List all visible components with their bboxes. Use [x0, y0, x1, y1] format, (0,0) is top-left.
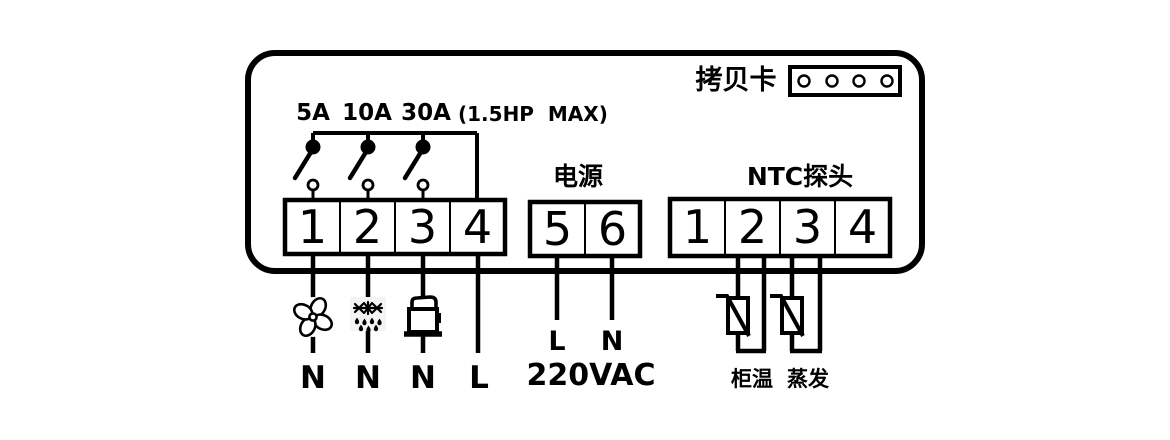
- wire-label-n3: N: [410, 360, 436, 396]
- relay-terminal-4: 4: [462, 200, 493, 254]
- wire-label-l: L: [469, 360, 489, 396]
- copy-card-pin: [880, 74, 894, 88]
- ntc-section-label: NTC探头: [746, 162, 854, 191]
- power-voltage-label: 220VAC: [526, 358, 656, 393]
- ntc-terminal-block: [667, 196, 893, 259]
- rating-label-10a: 10A: [342, 100, 392, 126]
- probe-label-evaporator: 蒸发: [787, 367, 829, 391]
- copy-card-pin: [825, 74, 839, 88]
- copy-card-pin: [797, 74, 811, 88]
- wire-label-n2: N: [355, 360, 381, 396]
- power-line-label: L: [548, 326, 566, 357]
- wire-label-n1: N: [300, 360, 326, 396]
- relay-terminal-3: 3: [407, 200, 438, 254]
- compressor-icon: [404, 295, 442, 337]
- power-terminal-6: 6: [597, 202, 628, 256]
- relay-switch-defrost: [347, 139, 376, 202]
- relay-terminal-block: [282, 197, 508, 257]
- probe-label-cabinet: 柜温: [731, 367, 773, 391]
- thermistor-symbol-evaporator: [770, 294, 805, 337]
- fan-icon: [292, 296, 334, 338]
- copy-card-port: [788, 65, 902, 97]
- rating-note-label: (1.5HP MAX): [458, 102, 608, 126]
- relay-terminal-1: 1: [297, 200, 328, 254]
- copy-card-pin: [852, 74, 866, 88]
- relay-terminal-2: 2: [352, 200, 383, 254]
- relay-switch-fan: [292, 139, 321, 202]
- power-section-label: 电源: [552, 162, 603, 191]
- thermistor-symbol-cabinet: [716, 294, 751, 337]
- rating-label-5a: 5A: [296, 100, 330, 126]
- power-terminal-block: [527, 199, 643, 259]
- power-terminal-5: 5: [542, 202, 573, 256]
- ntc-terminal-3: 3: [792, 200, 823, 254]
- ntc-terminal-4: 4: [847, 200, 878, 254]
- relay-common-bus: [311, 131, 479, 202]
- copy-card-label: 拷贝卡: [695, 65, 777, 96]
- ntc-terminal-1: 1: [682, 200, 713, 254]
- power-wires: [554, 256, 615, 320]
- defrost-icon: [350, 297, 386, 333]
- ntc-terminal-2: 2: [737, 200, 768, 254]
- rating-label-30a: 30A: [401, 100, 451, 126]
- power-neutral-label: N: [600, 326, 624, 357]
